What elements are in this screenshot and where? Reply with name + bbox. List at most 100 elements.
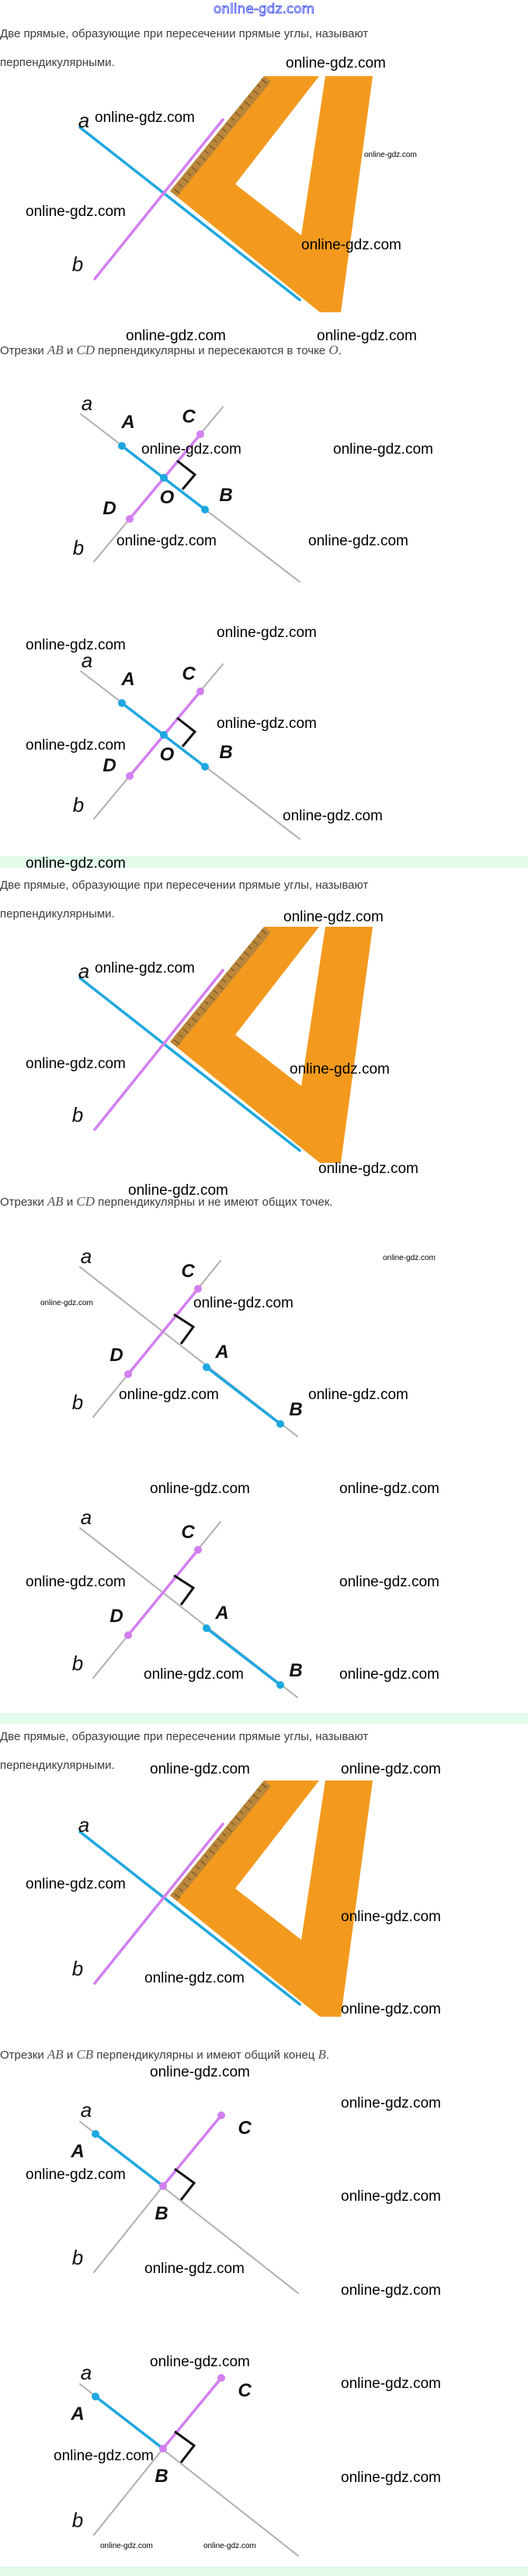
point-c xyxy=(217,2374,225,2382)
label-c-point: C xyxy=(182,406,196,427)
line-a xyxy=(78,1830,301,2006)
ruler-tick xyxy=(213,139,217,143)
watermark: online-gdz.com xyxy=(318,1160,419,1177)
label-b-point: B xyxy=(219,485,233,506)
label-a-point: A xyxy=(215,1603,229,1624)
watermark: online-gdz.com xyxy=(26,203,126,220)
watermark: online-gdz.com xyxy=(341,2375,441,2392)
point-b xyxy=(276,1420,284,1428)
segments-statement: Отрезки AB и CB перпендикулярны и имеют … xyxy=(0,2048,329,2063)
point-o xyxy=(160,474,168,482)
watermark: online-gdz.com xyxy=(150,2063,250,2080)
line-b xyxy=(93,969,224,1131)
ruler-tick xyxy=(261,78,267,84)
statement-text: перпендикулярны и не имеют общих точек. xyxy=(95,1196,333,1209)
math-segment: AB xyxy=(47,1194,64,1209)
ruler-tick xyxy=(256,84,261,88)
label-b-line: b xyxy=(72,536,85,559)
ruler-tick xyxy=(200,155,207,161)
label-d-point: D xyxy=(102,498,116,519)
point-b xyxy=(159,2445,167,2452)
label-d-point: D xyxy=(109,1345,123,1366)
watermark: online-gdz.com xyxy=(95,959,195,976)
segment-cd xyxy=(127,1287,200,1376)
label-a-line: a xyxy=(78,959,90,983)
ruler-tick xyxy=(174,1893,180,1899)
ruler-tick xyxy=(234,963,241,968)
ruler-tick xyxy=(182,1882,189,1888)
statement-text: . xyxy=(325,2049,330,2062)
ruler-tick xyxy=(182,1029,189,1034)
math-segment: AB xyxy=(47,343,64,357)
ruler-tick xyxy=(217,984,224,990)
ruler-tick xyxy=(179,1034,182,1038)
ruler-tick xyxy=(196,1012,200,1016)
statement-text: и xyxy=(63,1196,77,1209)
label-a-point: A xyxy=(215,1342,229,1363)
watermark: online-gdz.com xyxy=(339,1666,439,1683)
ruler-tick xyxy=(252,940,259,945)
label-b-point: B xyxy=(289,1660,303,1681)
watermark: online-gdz.com xyxy=(26,2166,126,2183)
ruler-tick xyxy=(248,95,252,99)
watermark: online-gdz.com xyxy=(100,2541,153,2550)
ruler-tick xyxy=(182,178,189,183)
ruler-tick xyxy=(248,945,252,949)
statement-text: Отрезки xyxy=(0,1196,47,1209)
ruler-tick xyxy=(187,1877,192,1881)
right-angle-mark xyxy=(176,459,197,490)
statement-text: Отрезки xyxy=(0,2049,47,2062)
watermark: online-gdz.com xyxy=(26,636,126,653)
label-b-line: b xyxy=(71,1652,84,1675)
watermark: online-gdz.com xyxy=(144,1666,244,1683)
label-c-point: C xyxy=(181,1522,195,1543)
watermark: online-gdz.com xyxy=(341,2188,441,2205)
ruler-tick xyxy=(191,1871,198,1877)
label-a-line: a xyxy=(80,1244,92,1268)
line-b xyxy=(93,1822,224,1985)
watermark: online-gdz.com xyxy=(119,1386,219,1403)
label-b-point: B xyxy=(289,1399,303,1420)
segment-ab xyxy=(205,1627,282,1687)
right-angle-mark xyxy=(176,716,197,747)
label-a-line: a xyxy=(80,2361,92,2384)
label-a-line: a xyxy=(80,2098,92,2122)
label-a-line: a xyxy=(78,1813,90,1836)
watermark: online-gdz.com xyxy=(364,150,417,159)
watermark: online-gdz.com xyxy=(217,624,317,641)
watermark: online-gdz.com xyxy=(26,855,126,872)
point-a xyxy=(118,699,126,707)
watermark: online-gdz.com xyxy=(150,1760,250,1777)
watermark: online-gdz.com xyxy=(217,715,317,732)
ruler-tick xyxy=(248,1799,252,1803)
ruler-tick xyxy=(256,935,261,938)
segment-ab xyxy=(94,2395,165,2450)
ruler-tick xyxy=(217,1838,224,1843)
ruler-tick xyxy=(191,167,198,172)
section-divider xyxy=(0,1713,528,1724)
label-a-point: A xyxy=(121,412,135,433)
ruler-tick xyxy=(222,979,226,983)
watermark: online-gdz.com xyxy=(150,1480,250,1497)
label-b-point: B xyxy=(155,2466,168,2487)
watermark: online-gdz.com xyxy=(290,1060,390,1077)
ruler-tick xyxy=(261,929,267,935)
label-c-point: C xyxy=(238,2380,252,2401)
definition-text-line2: перпендикулярными. xyxy=(0,56,115,69)
point-d xyxy=(124,1370,132,1378)
ruler-tick xyxy=(209,144,215,150)
label-b-line: b xyxy=(71,2246,84,2269)
watermark: online-gdz.com xyxy=(26,1055,126,1072)
line-b xyxy=(93,2185,164,2273)
watermark: online-gdz.com xyxy=(54,2447,154,2464)
set-square-cutout xyxy=(235,1781,325,1940)
ruler-tick xyxy=(222,1833,226,1836)
statement-text: Отрезки xyxy=(0,344,47,357)
point-d xyxy=(124,1631,132,1639)
statement-text: перпендикулярны и пересекаются в точке xyxy=(95,344,329,357)
math-segment: AB xyxy=(47,2047,64,2062)
watermark: online-gdz.com xyxy=(126,327,226,344)
ruler-tick xyxy=(174,1039,180,1045)
label-d-point: D xyxy=(102,755,116,776)
